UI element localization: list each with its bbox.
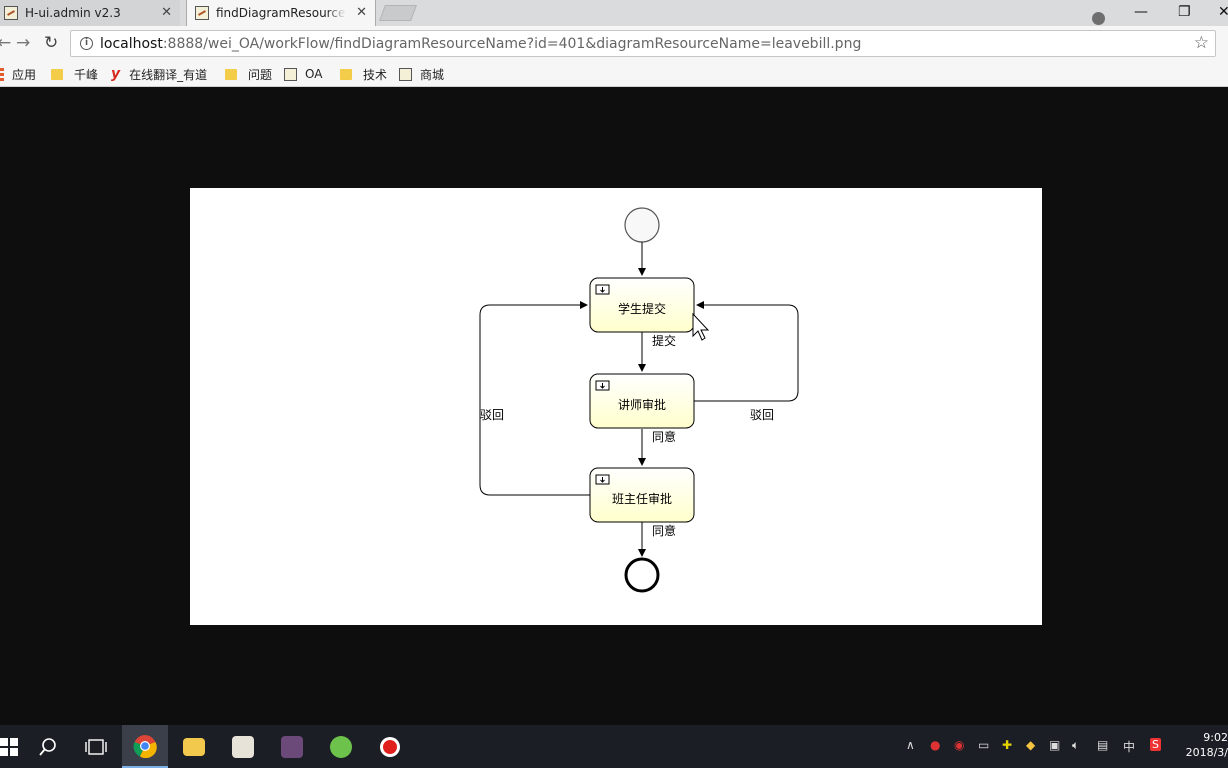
tab-label: H-ui.admin v2.3 [25, 6, 121, 20]
forward-arrow-icon[interactable]: → [16, 33, 31, 53]
task-view-button[interactable] [73, 725, 119, 768]
bookmark-jishu[interactable]: 技术 [340, 65, 387, 83]
folder-icon [183, 737, 205, 756]
bookmark-label: OA [305, 67, 323, 81]
close-tab-icon[interactable]: ✕ [356, 5, 367, 20]
folder-icon [340, 68, 352, 80]
search-button[interactable] [25, 725, 71, 768]
youdao-icon: y [111, 66, 121, 82]
close-window-button[interactable]: ✕ [1218, 4, 1228, 20]
bookmark-label: 应用 [12, 67, 37, 82]
taskbar-chrome[interactable] [122, 725, 168, 768]
task-label: 班主任审批 [612, 491, 672, 506]
chrome-icon [133, 734, 157, 758]
tray-app-icon[interactable]: ✚ [1002, 738, 1013, 752]
task-label: 学生提交 [618, 301, 666, 316]
site-info-icon[interactable]: i [80, 37, 93, 50]
taskbar-file-explorer[interactable] [171, 725, 217, 768]
bookmark-oa[interactable]: OA [284, 65, 322, 83]
battery-icon[interactable]: ▭ [978, 738, 990, 752]
bookmark-label: 在线翻译_有道 [129, 67, 208, 82]
clock-time: 9:02 [1203, 731, 1228, 744]
windows-logo-icon [0, 737, 18, 756]
flow-reject-right [694, 301, 799, 402]
bookmark-qianfeng[interactable]: 千峰 [51, 65, 98, 83]
page-favicon-icon [4, 6, 18, 20]
bookmark-youdao[interactable]: y 在线翻译_有道 [111, 65, 207, 83]
minimize-button[interactable]: — [1134, 4, 1148, 20]
address-bar[interactable]: i localhost:8888/wei_OA/workFlow/findDia… [70, 30, 1216, 57]
profile-icon[interactable] [1092, 12, 1105, 25]
browser-toolbar: ← → ↻ i localhost:8888/wei_OA/workFlow/f… [0, 26, 1228, 62]
end-event [624, 557, 660, 593]
bookmark-label: 千峰 [74, 67, 99, 82]
java-icon [232, 735, 254, 758]
taskbar: ∧ ● ◉ ▭ ✚ ◆ ▣ 🔈︎ ▤ 中 S 9:02 2018/3/ [0, 725, 1228, 768]
folder-icon [225, 68, 237, 80]
diagram-image: 学生提交 讲师审批 班主任审批 提交 同意 同意 驳回 驳回 [190, 188, 1042, 625]
restore-button[interactable]: ❐ [1178, 4, 1191, 20]
folder-icon [51, 68, 63, 80]
notification-icon[interactable]: ▤ [1097, 738, 1109, 752]
ime-indicator[interactable]: 中 [1123, 740, 1136, 754]
task-headteacher-approve: 班主任审批 [589, 467, 695, 523]
tab-label: findDiagramResourceName [216, 6, 346, 20]
bookmark-label: 问题 [248, 67, 273, 82]
flow-label-reject: 驳回 [480, 408, 504, 422]
sogou-icon[interactable]: S [1150, 738, 1161, 751]
task-teacher-approve: 讲师审批 [589, 373, 695, 429]
taskbar-app-green[interactable] [318, 725, 364, 768]
url-path: :8888/wei_OA/workFlow/findDiagramResourc… [162, 35, 862, 52]
start-event [624, 207, 660, 243]
record-icon [380, 736, 400, 757]
page-favicon-icon [399, 67, 412, 81]
url-host: localhost [100, 35, 163, 52]
taskbar-java[interactable] [220, 725, 266, 768]
taskbar-app-game[interactable] [269, 725, 315, 768]
tab-hui-admin[interactable]: H-ui.admin v2.3 ✕ [0, 0, 180, 26]
clock-date: 2018/3/ [1185, 746, 1228, 759]
app-icon [281, 735, 303, 758]
page-favicon-icon [284, 67, 297, 81]
show-hidden-icons[interactable]: ∧ [906, 738, 915, 752]
bookmark-apps[interactable]: 应用 [0, 65, 36, 83]
back-arrow-icon[interactable]: ← [0, 33, 12, 53]
bookmark-shangcheng[interactable]: 商城 [399, 65, 444, 83]
new-tab-button[interactable] [379, 5, 417, 21]
system-clock[interactable]: 9:02 2018/3/ [1184, 730, 1228, 760]
tray-app-icon[interactable]: ● [930, 738, 941, 752]
apps-grid-icon [0, 67, 4, 81]
app-icon [330, 735, 352, 758]
network-icon[interactable]: ▣ [1049, 738, 1061, 752]
task-label: 讲师审批 [618, 397, 666, 412]
tray-app-icon[interactable]: ◉ [954, 738, 965, 752]
bookmark-star-icon[interactable]: ☆ [1193, 33, 1209, 53]
bookmark-label: 技术 [363, 67, 388, 82]
flow-label-agree: 同意 [652, 429, 676, 444]
taskbar-recorder[interactable] [367, 725, 413, 768]
search-icon [39, 737, 56, 756]
close-tab-icon[interactable]: ✕ [161, 5, 172, 20]
tab-find-diagram[interactable]: findDiagramResourceName ✕ [186, 0, 376, 26]
volume-icon[interactable]: 🔈︎ [1072, 738, 1080, 752]
bookmark-wenti[interactable]: 问题 [225, 65, 272, 83]
bookmark-label: 商城 [420, 67, 445, 82]
bookmarks-bar: 应用 千峰 y 在线翻译_有道 问题 OA 技术 商城 [0, 62, 1228, 87]
bpmn-diagram: 学生提交 讲师审批 班主任审批 提交 同意 同意 驳回 驳回 [479, 207, 799, 593]
page-favicon-icon [195, 6, 209, 20]
task-student-submit: 学生提交 [589, 277, 695, 333]
task-view-icon [85, 738, 107, 755]
flow-label-submit: 提交 [652, 333, 676, 348]
flow-reject-left [479, 301, 590, 496]
mouse-cursor-icon [692, 312, 710, 341]
start-button[interactable] [0, 725, 32, 768]
reload-icon[interactable]: ↻ [44, 33, 59, 53]
flow-label-agree: 同意 [652, 523, 676, 538]
tray-app-icon[interactable]: ◆ [1026, 738, 1036, 752]
flow-label-reject: 驳回 [750, 408, 774, 422]
tab-strip: H-ui.admin v2.3 ✕ findDiagramResourceNam… [0, 0, 1228, 26]
